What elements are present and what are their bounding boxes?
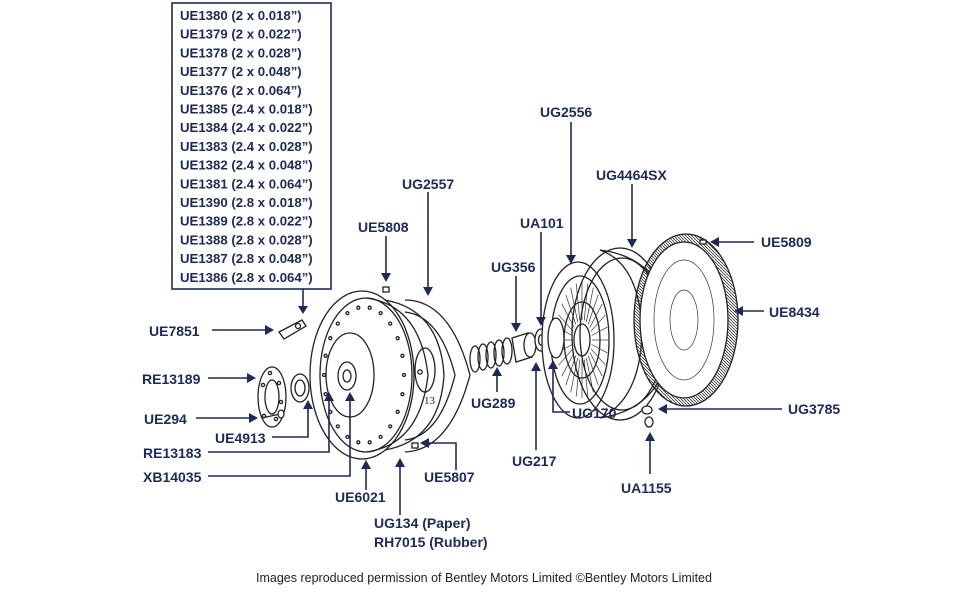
shim-list-item: UE1380 (2 x 0.018”) (180, 8, 302, 23)
ug217-ring (547, 317, 565, 359)
ug2557-impeller: 13 (404, 299, 471, 453)
shim-list-item: UE1379 (2 x 0.022”) (180, 27, 302, 42)
label-ue8434: UE8434 (769, 304, 820, 320)
shim-list-item: UE1384 (2.4 x 0.022”) (180, 120, 313, 135)
shim-list-item: UE1388 (2.8 x 0.028”) (180, 232, 313, 247)
casting-number: 13 (424, 395, 436, 407)
label-re13189: RE13189 (142, 371, 201, 387)
ue4913-bush (290, 373, 310, 403)
shim-list-box: UE1380 (2 x 0.018”) UE1379 (2 x 0.022”) UE… (171, 2, 332, 290)
ua1155-screw (644, 416, 654, 428)
shim-list-item: UE1376 (2 x 0.064”) (180, 83, 302, 98)
label-ug134: UG134 (Paper) (374, 515, 470, 531)
label-ua1155: UA1155 (621, 480, 672, 496)
shim-list-item: UE1377 (2 x 0.048”) (180, 64, 302, 79)
shim-list-item: UE1387 (2.8 x 0.048”) (180, 251, 313, 266)
xb14035-converter-cover (309, 290, 445, 460)
shim-list-item: UE1390 (2.8 x 0.018”) (180, 195, 313, 210)
label-ue294: UE294 (144, 411, 187, 427)
ug356-hub (511, 332, 537, 363)
label-re13183: RE13183 (143, 445, 202, 461)
shim-list-item: UE1385 (2.4 x 0.018”) (180, 102, 313, 117)
copyright-credit: Images reproduced permission of Bentley … (256, 571, 712, 585)
ue8434-ring-gear (633, 233, 739, 407)
label-ug2556: UG2556 (540, 104, 592, 120)
label-ue5807: UE5807 (424, 469, 475, 485)
shim-list-item: UE1378 (2 x 0.028”) (180, 45, 302, 60)
shim-list-item: UE1382 (2.4 x 0.048”) (180, 158, 313, 173)
label-xb14035: XB14035 (143, 469, 202, 485)
label-ug356: UG356 (491, 259, 536, 275)
ue7851-lock-plate (278, 319, 307, 340)
label-ue7851: UE7851 (149, 323, 200, 339)
label-ug217: UG217 (512, 453, 557, 469)
shim-list-item: UE1389 (2.8 x 0.022”) (180, 214, 313, 229)
label-ug4464sx: UG4464SX (596, 167, 667, 183)
label-ug170: UG170 (572, 405, 617, 421)
shim-list-items: UE1380 (2 x 0.018”) UE1379 (2 x 0.022”) UE… (180, 8, 313, 285)
label-ug2557: UG2557 (402, 176, 454, 192)
label-ug3785: UG3785 (788, 401, 840, 417)
shim-list-item: UE1383 (2.4 x 0.028”) (180, 139, 313, 154)
shim-list-item: UE1386 (2.8 x 0.064”) (180, 270, 313, 285)
ue294-bolt (261, 409, 285, 419)
label-ue5808: UE5808 (358, 219, 409, 235)
label-ue6021: UE6021 (335, 489, 386, 505)
ue5809-dowel (699, 239, 707, 245)
ue5807-dowel (411, 442, 419, 449)
ug3785-cap (641, 405, 653, 415)
label-ua101: UA101 (520, 215, 564, 231)
exploded-drawing: 13 (257, 233, 739, 460)
shim-list-item: UE1381 (2.4 x 0.064”) (180, 176, 313, 191)
label-ug289: UG289 (471, 395, 516, 411)
label-rh7015: RH7015 (Rubber) (374, 534, 488, 550)
ug289-sealing-rings (469, 337, 513, 373)
ug2556-driven-plate (541, 261, 615, 419)
label-ue4913: UE4913 (215, 430, 266, 446)
shim-list-frame (171, 2, 332, 290)
ue5808-dowel (382, 286, 390, 293)
label-ue5809: UE5809 (761, 234, 812, 250)
leader-lines (196, 122, 782, 515)
part-labels: UE7851 RE13189 UE294 UE4913 RE13183 XB14… (142, 104, 840, 550)
